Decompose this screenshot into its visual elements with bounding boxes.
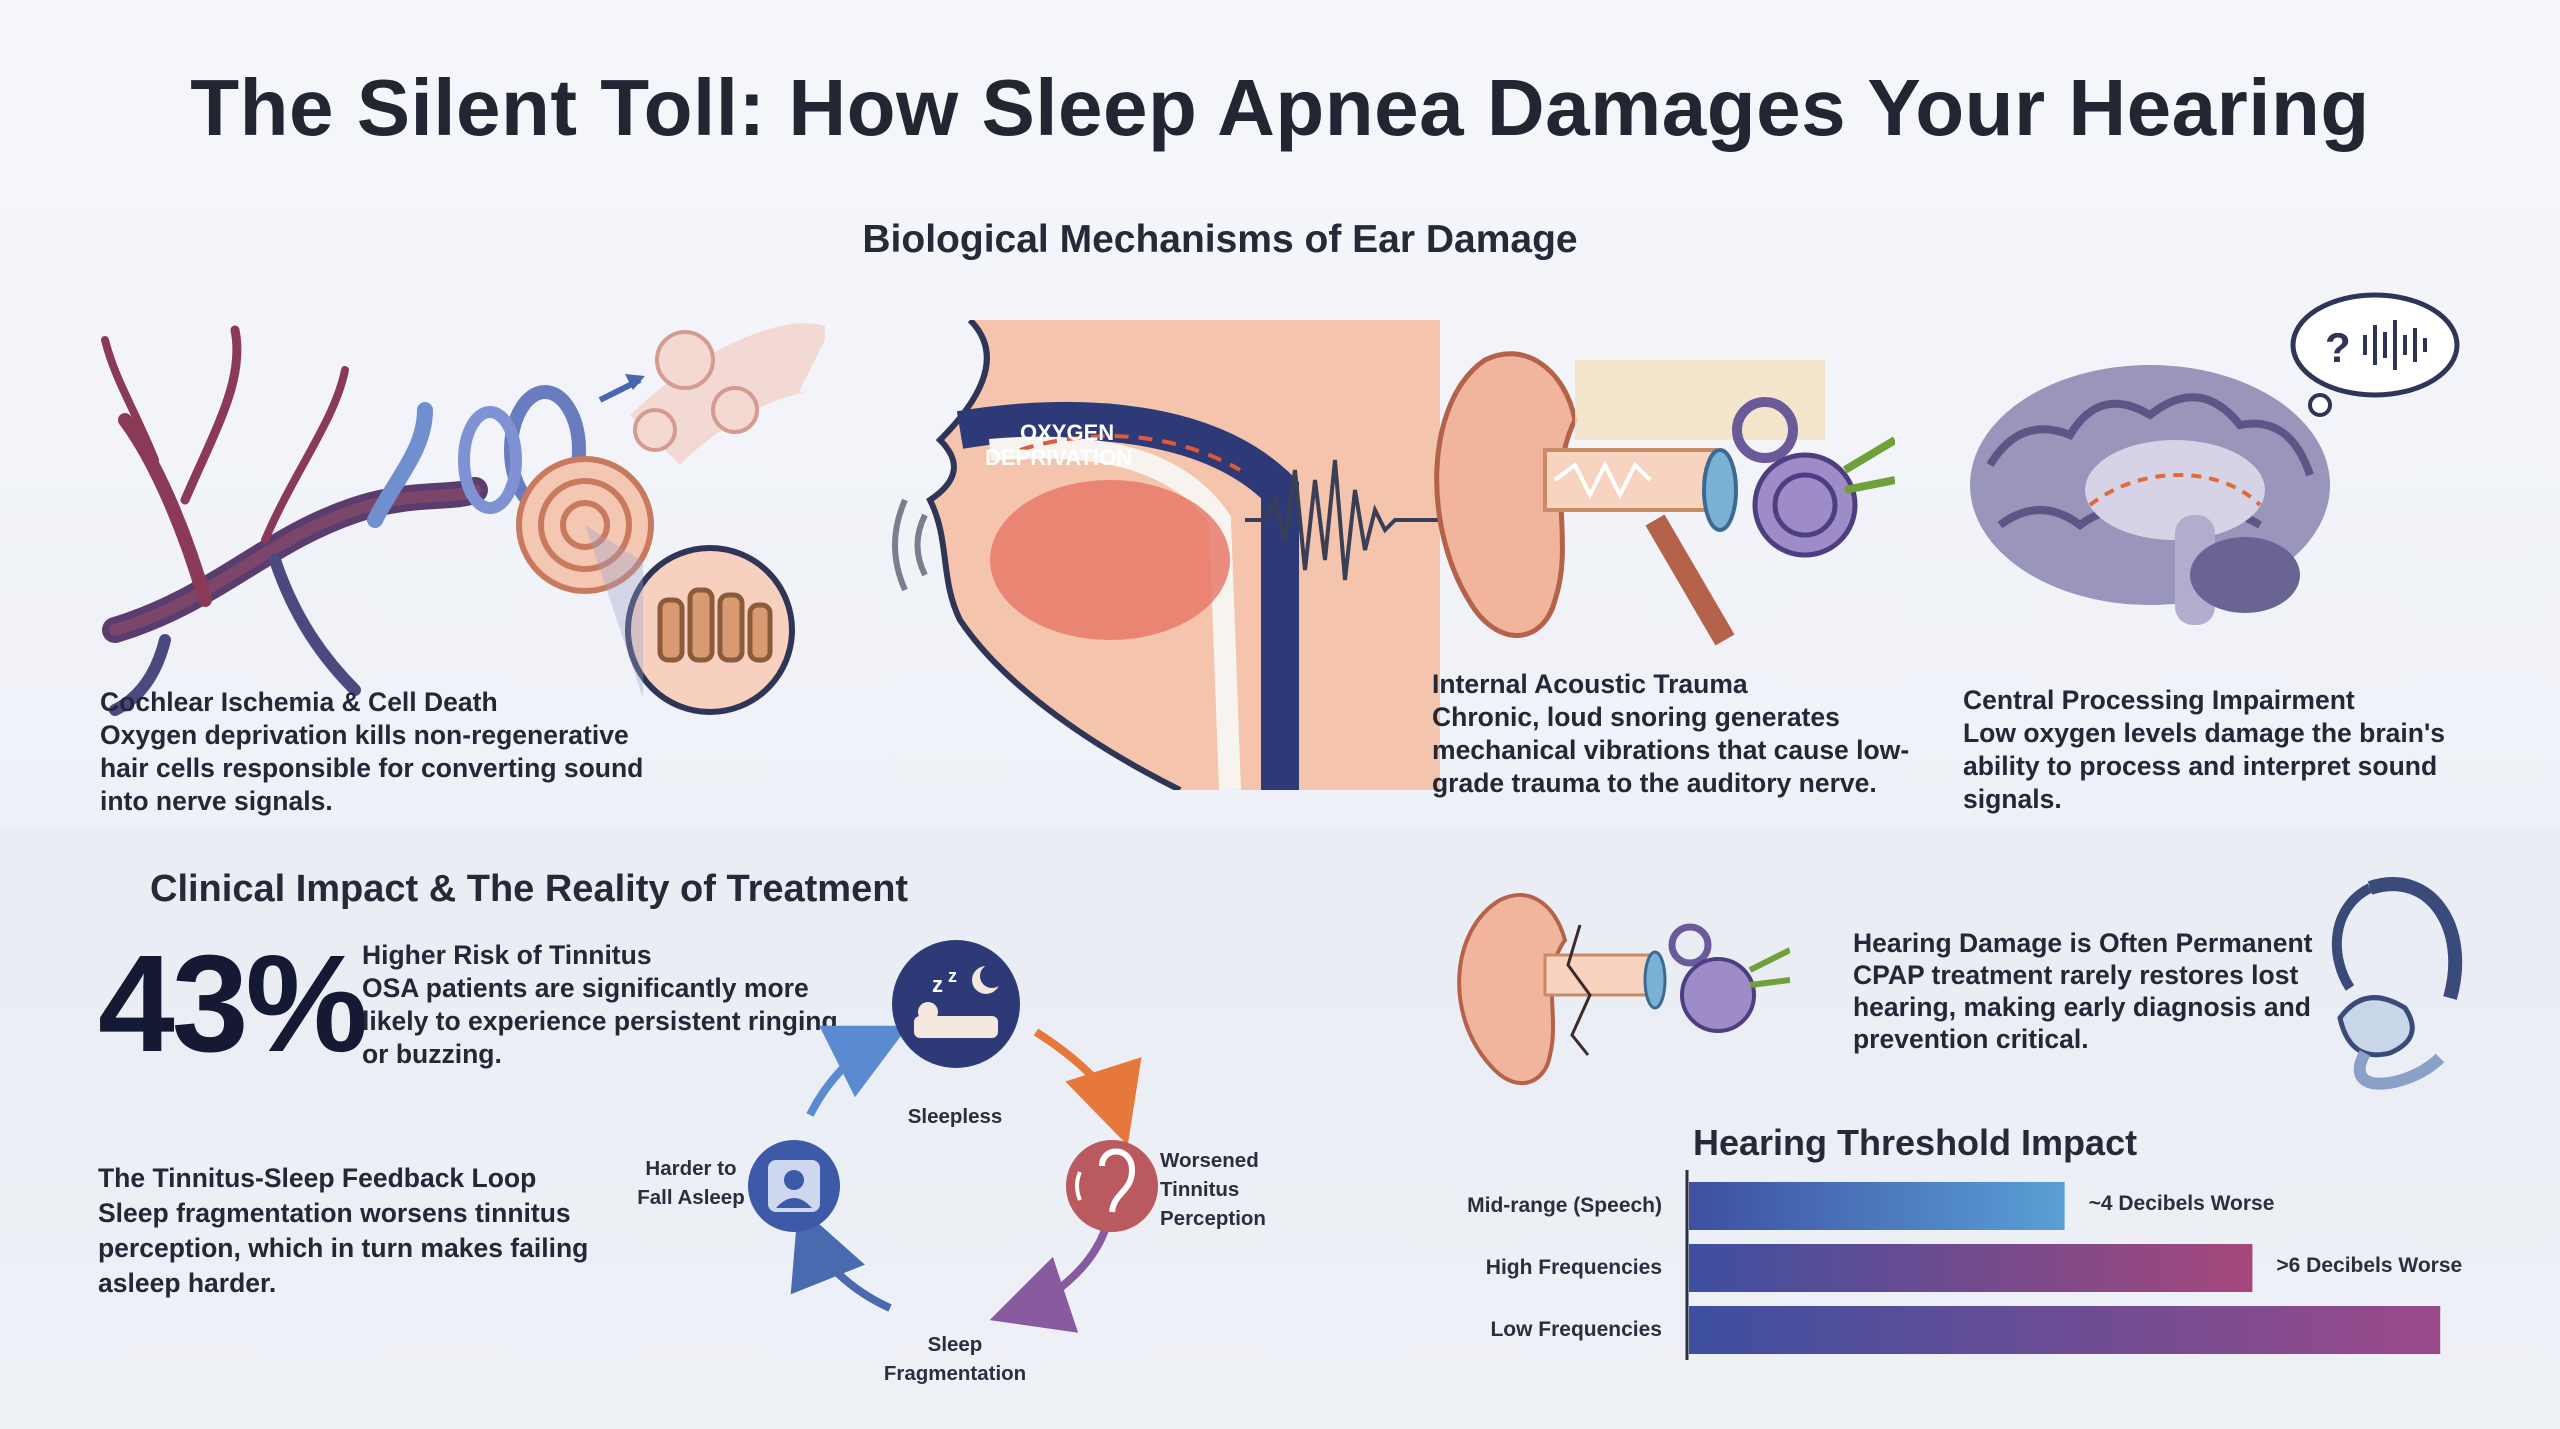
oxygen-label-1: OXYGEN: [1020, 420, 1114, 445]
svg-text:?: ?: [2325, 324, 2351, 371]
svg-text:z: z: [932, 972, 943, 997]
feedback-cycle: z z: [748, 940, 1158, 1333]
category-label: High Frequencies: [1485, 1256, 1662, 1279]
snore-wave-icon: [1245, 459, 1445, 581]
cycle-sleepless: Sleepless: [907, 1105, 1003, 1128]
page-title: The Silent Toll: How Sleep Apnea Damages…: [190, 63, 2370, 152]
central-processing-text: Central Processing Impairment Low oxygen…: [1963, 684, 2523, 816]
thought-bubble-icon: ?: [2290, 292, 2460, 417]
loop-heading: The Tinnitus-Sleep Feedback Loop: [98, 1163, 537, 1193]
head-profile-icon: OXYGEN DEPRIVATION: [892, 320, 1440, 790]
brain-icon: [1970, 365, 2330, 625]
permanent-heading: Hearing Damage is Often Permanent: [1853, 928, 2313, 958]
bar-1: [1689, 1244, 2253, 1292]
damaged-ear-icon: [1457, 893, 1790, 1085]
central-heading: Central Processing Impairment: [1963, 685, 2355, 715]
mechanisms-heading: Biological Mechanisms of Ear Damage: [862, 218, 1578, 261]
svg-text:z: z: [948, 966, 957, 986]
acoustic-heading: Internal Acoustic Trauma: [1432, 669, 1748, 699]
cochlea-icon: [101, 323, 825, 716]
permanent-damage-text: Hearing Damage is Often Permanent CPAP t…: [1853, 927, 2323, 1055]
cycle-harder: Harder to Fall Asleep: [637, 1157, 745, 1209]
data-label: >6 Decibels Worse: [2276, 1254, 2463, 1277]
cochlear-heading: Cochlear Ischemia & Cell Death: [100, 687, 498, 717]
bar-2: [1689, 1306, 2441, 1354]
chart-title: Hearing Threshold Impact: [1693, 1122, 2138, 1163]
loop-body: Sleep fragmentation worsens tinnitus per…: [98, 1198, 589, 1298]
cochlear-ischemia-text: Cochlear Ischemia & Cell Death Oxygen de…: [100, 686, 660, 818]
central-body: Low oxygen levels damage the brain's abi…: [1963, 718, 2445, 814]
ear-anatomy-icon: [1434, 351, 1895, 646]
cpap-mask-icon: [2331, 877, 2463, 1090]
cycle-worsened: Worsened Tinnitus Perception: [1160, 1149, 1266, 1230]
bar-0: [1689, 1182, 2065, 1230]
category-label: Mid-range (Speech): [1467, 1194, 1662, 1217]
permanent-body: CPAP treatment rarely restores lost hear…: [1853, 960, 2311, 1054]
acoustic-trauma-text: Internal Acoustic Trauma Chronic, loud s…: [1432, 668, 1922, 800]
person-icon: [748, 1140, 840, 1232]
vessel-icon: [101, 325, 488, 716]
stat-body: OSA patients are significantly more like…: [362, 973, 838, 1069]
hearing-threshold-chart: [1685, 1170, 2441, 1360]
cochlear-body: Oxygen deprivation kills non-regenerativ…: [100, 720, 644, 816]
data-label: ~4 Decibels Worse: [2088, 1192, 2275, 1215]
stat-value: 43%: [98, 927, 368, 1081]
cycle-fragmentation: Sleep Fragmentation: [883, 1333, 1027, 1385]
clinical-heading: Clinical Impact & The Reality of Treatme…: [150, 868, 909, 910]
stat-heading: Higher Risk of Tinnitus: [362, 940, 652, 970]
feedback-loop-text: The Tinnitus-Sleep Feedback Loop Sleep f…: [98, 1161, 618, 1301]
stat-text: Higher Risk of Tinnitus OSA patients are…: [362, 939, 842, 1071]
category-label: Low Frequencies: [1490, 1318, 1662, 1341]
acoustic-body: Chronic, loud snoring generates mechanic…: [1432, 702, 1910, 798]
ear-icon: [1066, 1140, 1158, 1232]
oxygen-label-2: DEPRIVATION: [985, 445, 1132, 470]
moon-bed-icon: z z: [892, 940, 1020, 1068]
